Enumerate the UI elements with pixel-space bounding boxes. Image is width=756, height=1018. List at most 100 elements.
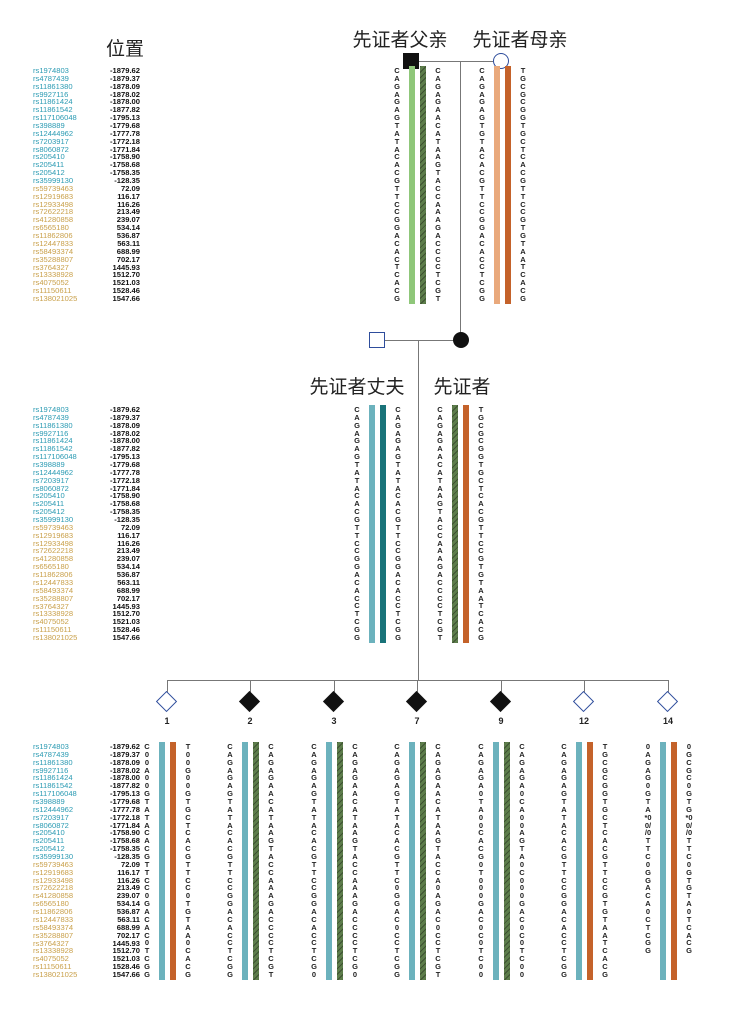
snp-id: rs11861424 — [33, 97, 73, 107]
proband-symbol — [453, 332, 469, 348]
snp-id: rs7203917 — [33, 136, 69, 146]
snp-position: 1521.03 — [112, 954, 140, 964]
snp-position: 563.11 — [117, 238, 140, 248]
snp-id: rs205411 — [33, 160, 65, 170]
snp-id: rs12933498 — [33, 875, 74, 885]
snp-position: -1878.00 — [110, 97, 140, 107]
snp-position: -1877.82 — [110, 105, 140, 115]
snp-id: rs11861380 — [33, 81, 73, 91]
father-haplotype-2-bar — [420, 66, 426, 304]
snp-position: -1879.37 — [110, 412, 140, 422]
snp-id: rs117106048 — [33, 113, 77, 123]
snp-id: rs12919683 — [33, 530, 74, 540]
snp-position: 72.09 — [120, 522, 140, 532]
snp-position: -1777.78 — [110, 128, 140, 138]
child-12-haplotype-1-bar — [576, 742, 582, 980]
snp-position: -1758.90 — [110, 152, 140, 162]
child-9-haplotype-2-bar — [504, 742, 510, 980]
snp-id: rs12447833 — [33, 238, 74, 248]
snp-position: 116.26 — [117, 538, 140, 548]
snp-id: rs35288807 — [33, 930, 74, 940]
snp-position: -1879.37 — [110, 73, 140, 83]
child-7-haplotype-2-bar — [420, 742, 426, 980]
child-9-haplotype-2-alleles: CAGAGA0CA00AGTA0C000GAC0C0TC00 — [519, 742, 525, 979]
sibship-line — [167, 680, 669, 681]
snp-position: 116.26 — [117, 875, 140, 885]
snp-id: rs11150611 — [33, 286, 72, 296]
snp-position: 1547.66 — [112, 969, 140, 979]
snp-position: -128.35 — [114, 852, 140, 862]
descent-line-parents — [460, 61, 461, 340]
snp-id: rs13338928 — [33, 270, 74, 280]
snp-position: -1879.62 — [110, 66, 140, 75]
child-symbol-affected — [489, 690, 512, 713]
snp-id: rs11150611 — [33, 962, 72, 972]
snp-id: rs7203917 — [33, 475, 69, 485]
child-descent-line — [668, 680, 669, 692]
snp-id: rs117106048 — [33, 452, 77, 462]
snp-position: -1878.00 — [110, 773, 140, 783]
snp-id: rs138021025 — [33, 969, 78, 979]
father-haplotype-1-bar — [409, 66, 415, 304]
snp-position: 72.09 — [120, 183, 140, 193]
snp-id: rs41280858 — [33, 891, 74, 901]
snp-position: -1771.84 — [110, 820, 140, 830]
snp-id: rs398889 — [33, 460, 65, 470]
child-12-haplotype-2-alleles: TGCGCGGTGCTCACGTTCCGTGTAATCACG — [602, 742, 608, 979]
snp-id: rs59739463 — [33, 859, 74, 869]
child-label: 12 — [578, 716, 590, 726]
snp-position: 563.11 — [117, 914, 140, 924]
child-1-haplotype-1-alleles: C00A00GTATACACGTTCC0GACAC0TCGG — [144, 742, 150, 979]
snp-id: rs138021025 — [33, 632, 78, 642]
father-haplotype-1-alleles: CAGAGAGTATACACGTTCCGGACACTCACG — [394, 66, 400, 303]
snp-position: -1771.84 — [110, 144, 140, 154]
child-symbol-unaffected — [572, 690, 595, 713]
child-14-haplotype-2-alleles: 0GCGC0GTG*00//0TTC0GTGTA0TCACG — [685, 742, 693, 956]
father-haplotype-2-alleles: CAGAGAACATAAGTACCAAAGACCCCTCGT — [435, 66, 441, 303]
snp-position: -1878.02 — [110, 765, 140, 775]
snp-position: 1528.46 — [112, 962, 140, 972]
proband-haplotype-2-bar — [463, 405, 469, 643]
snp-id: rs205412 — [33, 507, 65, 517]
snp-id: rs13338928 — [33, 946, 74, 956]
snp-position: -1878.09 — [110, 420, 140, 430]
snp-id: rs4787439 — [33, 412, 69, 422]
snp-id: rs12933498 — [33, 199, 74, 209]
snp-id: rs8060872 — [33, 820, 69, 830]
child-descent-line — [501, 680, 502, 692]
snp-id: rs12444962 — [33, 128, 74, 138]
snp-id: rs12447833 — [33, 577, 74, 587]
child-descent-line — [167, 680, 168, 692]
snp-position: -1758.35 — [110, 844, 140, 854]
child-symbol-affected — [322, 690, 345, 713]
snp-id: rs11861380 — [33, 420, 73, 430]
snp-id: rs3764327 — [33, 938, 69, 948]
mother-symbol — [493, 53, 509, 69]
snp-id: rs11861424 — [33, 436, 73, 446]
snp-id: rs1974803 — [33, 405, 69, 414]
snp-position: -1777.78 — [110, 804, 140, 814]
snp-id: rs4075052 — [33, 617, 69, 627]
child-label: 2 — [247, 716, 253, 726]
child-label: 9 — [498, 716, 504, 726]
snp-position: 239.07 — [116, 891, 140, 901]
child-descent-line — [334, 680, 335, 692]
snp-id: rs7203917 — [33, 812, 69, 822]
snp-position: 1521.03 — [112, 278, 140, 288]
snp-id: rs11862806 — [33, 570, 73, 580]
snp-position: -1878.09 — [110, 81, 140, 91]
father-symbol — [403, 53, 419, 69]
snp-id: rs35288807 — [33, 593, 74, 603]
snp-position: 213.49 — [116, 207, 140, 217]
snp-position: -1758.90 — [110, 828, 140, 838]
snp-position: 534.14 — [116, 899, 140, 909]
husband-haplotype-1-alleles: CAGAGAGTATACACGTTCCGGACACCTCGG — [354, 405, 360, 642]
snp-id: rs3764327 — [33, 262, 69, 272]
snp-id: rs12444962 — [33, 804, 74, 814]
snp-position: -1878.09 — [110, 757, 140, 767]
snp-id: rs41280858 — [33, 554, 74, 564]
snp-position: -1772.18 — [110, 136, 140, 146]
snp-position: -1779.68 — [110, 121, 140, 131]
child-2-haplotype-2-alleles: CAGAGAACATAAGTACCAAAGACCCCTCGT — [268, 742, 274, 979]
